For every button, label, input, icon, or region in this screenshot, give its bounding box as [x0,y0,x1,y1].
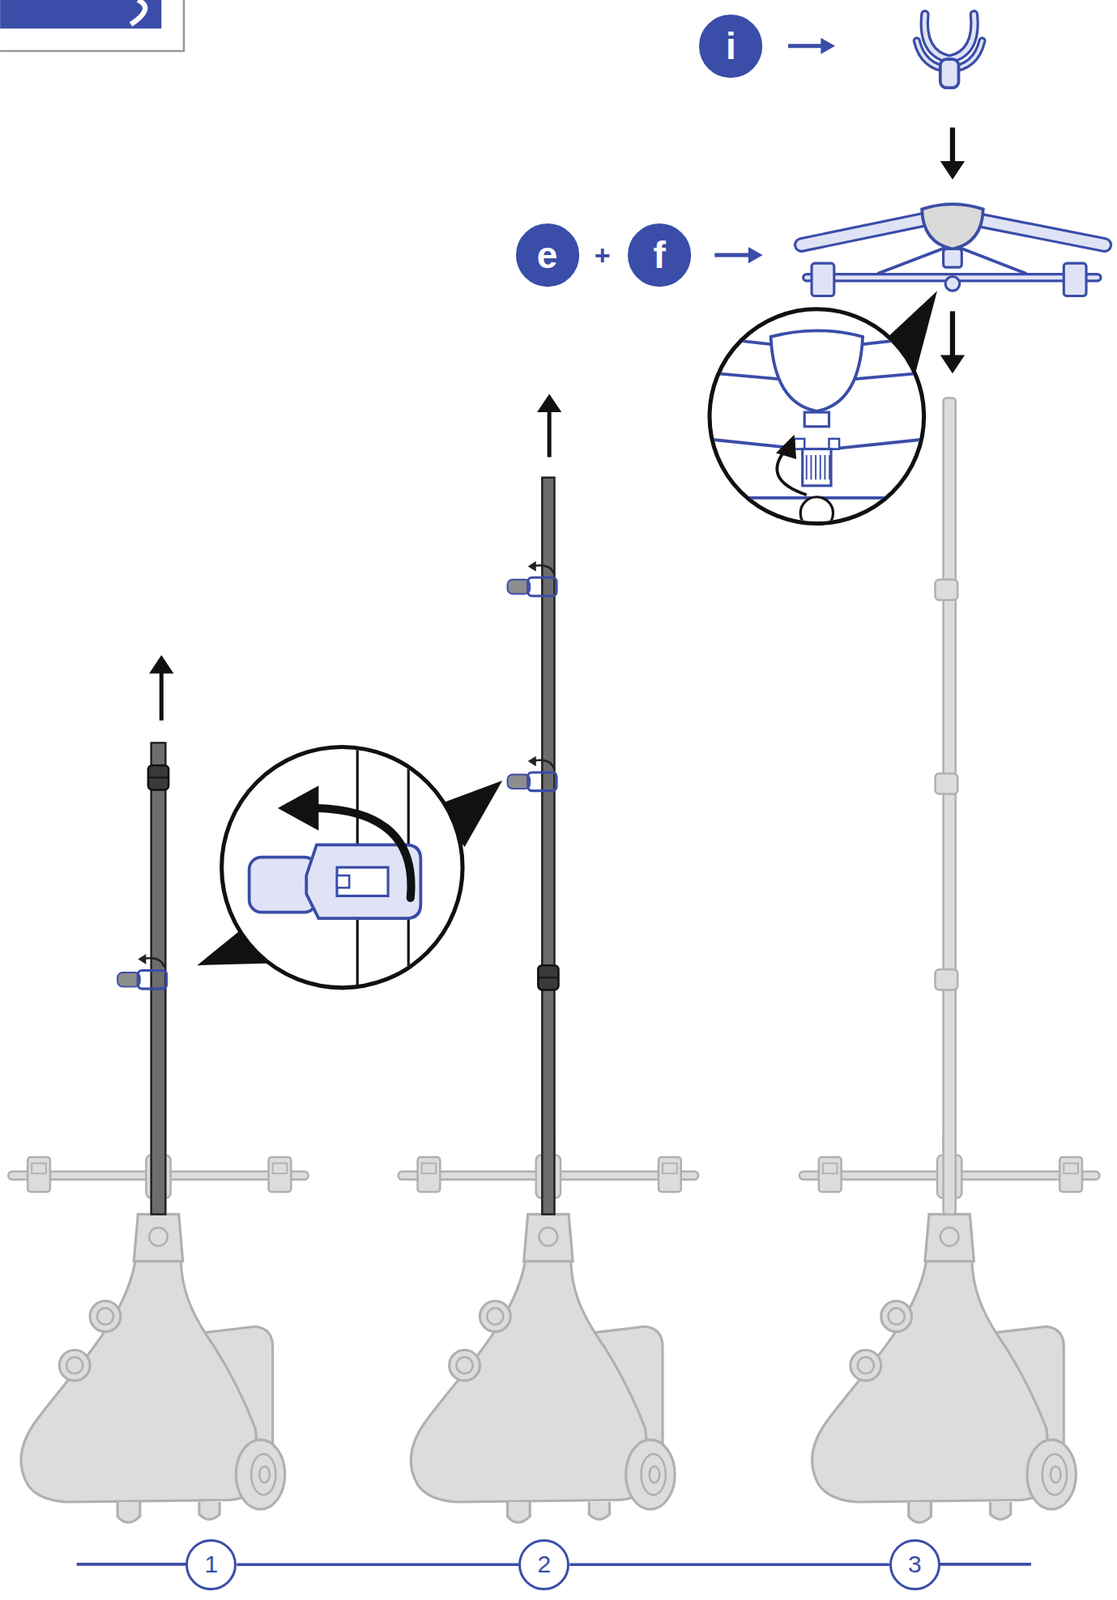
step-number-text: 2 [537,1552,551,1578]
circle-shape [890,1540,939,1590]
hanger-detail [704,290,938,530]
steamer-step-3 [799,397,1100,1523]
circle-shape [629,225,691,286]
part-letter-text: i [725,27,737,65]
timeline-connector [569,1564,890,1568]
timeline-connector [236,1564,519,1568]
part-letter: i [699,14,763,78]
part-letter: e [515,223,580,287]
part-letter: f [627,223,691,287]
steamer-step-2 [398,393,700,1523]
step-number: 1 [185,1539,237,1591]
step-number-text: 1 [204,1552,219,1578]
circle-shape [520,1540,569,1590]
circle-shape [700,15,762,77]
circle-shape [187,1540,236,1590]
step-number-text: 3 [908,1552,922,1578]
part-letter-text: f [653,236,666,274]
step-number: 2 [518,1539,570,1591]
hanger [801,204,1105,296]
hanger-hook [916,14,983,89]
plus-sign: + [594,241,611,269]
step-number: 3 [889,1539,941,1591]
part-letter-text: e [537,236,559,274]
circle-shape [516,225,578,286]
clamp-detail [196,734,503,1001]
header-tab [0,0,184,52]
